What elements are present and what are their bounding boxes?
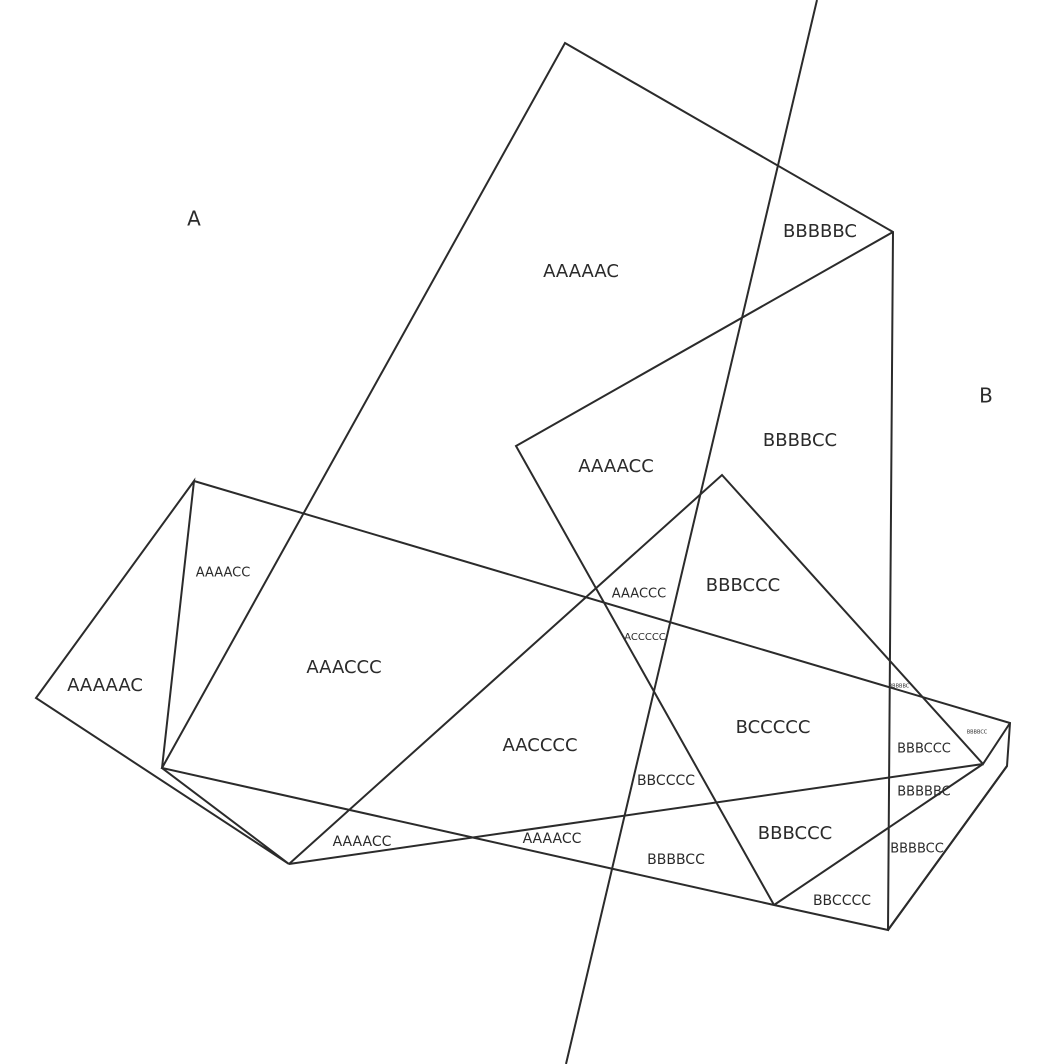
region-label: BBBCCC <box>897 742 951 757</box>
lower-edge <box>288 763 984 865</box>
region-label: BBBBBC <box>897 785 950 800</box>
region-label: AAAACC <box>196 566 251 581</box>
upper-triangle <box>514 231 894 906</box>
region-label: AAAACC <box>523 831 582 847</box>
region-label: BBBBCC <box>763 430 837 451</box>
region-label: BBBCCC <box>706 575 780 596</box>
region-label: BBBCCC <box>758 823 832 844</box>
region-label: ACCCCC <box>624 632 666 643</box>
upper-quad <box>160 41 895 932</box>
inner-triangle <box>288 473 1011 865</box>
region-label: AAAAAC <box>67 675 143 696</box>
region-label: BBBBCC <box>647 852 705 868</box>
label-side-b: B <box>979 384 993 408</box>
region-label: BBBBCC <box>967 730 988 736</box>
label-side-a: A <box>187 207 201 231</box>
region-label: AACCCC <box>502 735 577 756</box>
left-wing <box>34 477 290 865</box>
region-label: AAACCC <box>612 587 666 602</box>
lower-right-diagonal <box>773 763 984 906</box>
region-label: BBCCCC <box>813 893 871 909</box>
region-label: BBBBCC <box>890 842 944 857</box>
region-label: AAAACC <box>333 834 392 850</box>
region-label: BBBBBC <box>783 221 857 242</box>
region-label: AAAACC <box>578 456 654 477</box>
region-label: BBBBBC <box>889 684 910 690</box>
region-label: BCCCCC <box>736 717 811 738</box>
region-label: AAAAAC <box>543 261 619 282</box>
lower-right-diagonal-2 <box>887 765 1008 931</box>
region-label: BBCCCC <box>637 773 695 789</box>
region-label: AAACCC <box>306 657 381 678</box>
cut-line <box>565 0 818 1064</box>
